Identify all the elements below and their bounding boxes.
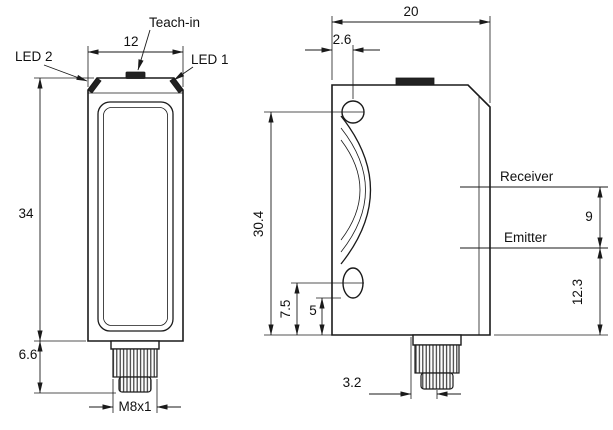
side-view: 20 2.6 30.4 7.5 5 <box>251 4 608 399</box>
led2-indicator <box>87 77 102 94</box>
front-housing <box>87 71 184 342</box>
front-connector <box>110 340 160 393</box>
dim-axis-spacing-value: 9 <box>585 209 593 224</box>
dim-slot-bottom-5: 5 <box>309 297 341 336</box>
front-window-inner <box>103 107 168 326</box>
emitter-label: Emitter <box>504 230 547 245</box>
dim-hole-offset-2-6: 2.6 <box>305 32 380 99</box>
led2-leader-line <box>43 64 88 82</box>
dim-connector-offset-value: 3.2 <box>343 375 362 390</box>
dim-connector-offset-3-2: 3.2 <box>343 337 461 399</box>
side-housing <box>331 77 491 336</box>
dim-connector-6-6: 6.6 <box>19 340 116 394</box>
label-led2: LED 2 <box>15 49 88 82</box>
lens-arc-outer <box>340 115 372 265</box>
optical-axes: Receiver Emitter <box>460 169 608 249</box>
connector-flange-side <box>412 334 462 346</box>
lens-arc-inner <box>340 139 361 241</box>
dim-height-value: 34 <box>18 206 34 221</box>
front-view: 12 34 6.6 M8x1 LED 2 Teach-in <box>15 15 229 414</box>
connector-thread-side <box>414 344 460 374</box>
led1-indicator <box>169 77 184 94</box>
dim-width-value: 12 <box>123 34 138 49</box>
led1-leader-line <box>173 66 194 81</box>
label-led1: LED 1 <box>173 52 229 81</box>
side-connector <box>412 334 462 390</box>
connector-tip-side <box>420 372 454 390</box>
connector-thread <box>112 348 158 378</box>
dim-hole-height-30-4: 30.4 <box>251 111 364 336</box>
dim-lower-hole-value: 7.5 <box>278 300 293 319</box>
dim-depth-value: 20 <box>403 4 418 19</box>
dim-thread-value: M8x1 <box>118 399 151 414</box>
dim-hole-offset-value: 2.6 <box>333 32 352 47</box>
connector-flange <box>110 340 160 350</box>
dim-lower-hole-7-5: 7.5 <box>278 282 364 336</box>
side-housing-outline <box>331 84 491 336</box>
dim-emitter-height-value: 12.3 <box>570 279 585 305</box>
teach-in-button <box>125 71 146 79</box>
dim-thread-m8x1: M8x1 <box>89 379 181 414</box>
label-teach-in: Teach-in <box>137 15 200 71</box>
dim-slot-bottom-value: 5 <box>309 303 317 318</box>
led1-label: LED 1 <box>191 52 229 67</box>
front-window-outer <box>97 101 174 332</box>
front-housing-outline <box>87 77 184 342</box>
lens-arc-middle <box>340 127 366 253</box>
receiver-label: Receiver <box>500 169 554 184</box>
dim-emitter-height-12-3: 12.3 <box>494 247 608 336</box>
teach-in-leader-line <box>137 29 151 71</box>
dim-connector-height-value: 6.6 <box>19 347 38 362</box>
dim-width-12: 12 <box>87 34 184 87</box>
led2-label: LED 2 <box>15 49 53 64</box>
teach-in-label: Teach-in <box>149 15 200 30</box>
teach-in-button-side <box>395 77 435 86</box>
connector-tip <box>118 376 152 393</box>
dim-hole-height-value: 30.4 <box>251 210 266 237</box>
dim-axis-spacing-9: 9 <box>585 186 603 249</box>
dim-height-34: 34 <box>18 77 94 342</box>
